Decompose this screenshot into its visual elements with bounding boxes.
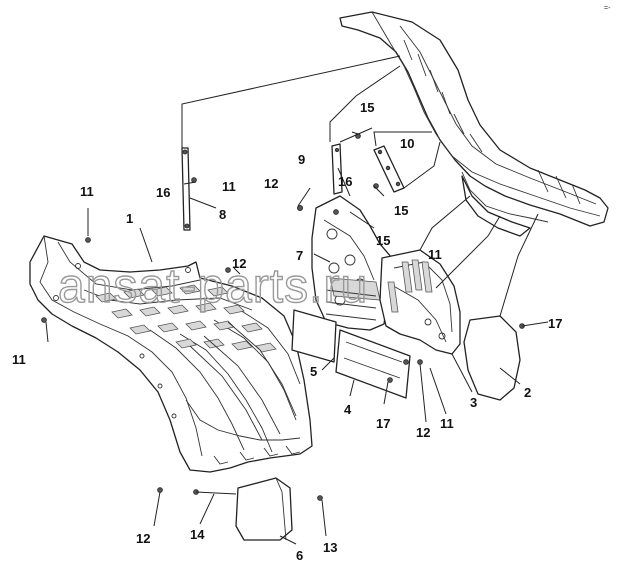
callout-12-c: 12 <box>416 425 430 440</box>
callout-11-e: 11 <box>440 416 454 431</box>
callout-17-a: 17 <box>548 316 562 331</box>
callout-8: 8 <box>219 207 226 222</box>
callout-4: 4 <box>344 402 352 417</box>
callout-9: 9 <box>298 152 305 167</box>
callout-15-b: 15 <box>394 203 408 218</box>
callout-12-d: 12 <box>136 531 150 546</box>
fender-grid <box>95 284 277 353</box>
fender-main <box>29 235 313 473</box>
callout-16-b: 16 <box>338 174 352 189</box>
callout-3: 3 <box>470 395 477 410</box>
center-bracket <box>311 195 393 331</box>
callout-13: 13 <box>323 540 337 555</box>
corner-mark: =- <box>604 5 611 12</box>
callout-6: 6 <box>296 548 303 563</box>
callout-1: 1 <box>126 211 133 226</box>
mud-flap-strip <box>335 329 411 399</box>
callout-11-a: 11 <box>80 184 94 199</box>
stay-rod <box>181 147 191 231</box>
callout-16-a: 16 <box>156 185 170 200</box>
callout-7: 7 <box>296 248 303 263</box>
callout-12-a: 12 <box>264 176 278 191</box>
callout-11-c: 11 <box>428 247 442 262</box>
callout-14: 14 <box>190 527 205 542</box>
callouts: 1 2 3 4 5 6 7 8 9 10 11 11 11 11 11 12 1… <box>12 100 562 563</box>
frame-rail <box>339 11 609 237</box>
callout-2: 2 <box>524 385 531 400</box>
splash-panel <box>463 315 521 401</box>
inner-panel <box>379 249 461 355</box>
seal-strip <box>291 309 337 363</box>
callout-10: 10 <box>400 136 414 151</box>
callout-12-b: 12 <box>232 256 246 271</box>
callout-17-b: 17 <box>376 416 390 431</box>
leader-lines <box>45 55 549 545</box>
callout-15-c: 15 <box>376 233 390 248</box>
callout-5: 5 <box>310 364 317 379</box>
callout-11-d: 11 <box>12 352 26 367</box>
watermark: ansat-parts.ru <box>58 260 368 313</box>
hinge-plate <box>331 143 343 195</box>
callout-15-a: 15 <box>360 100 374 115</box>
callout-11-b: 11 <box>222 179 236 194</box>
lower-flap <box>235 477 293 541</box>
